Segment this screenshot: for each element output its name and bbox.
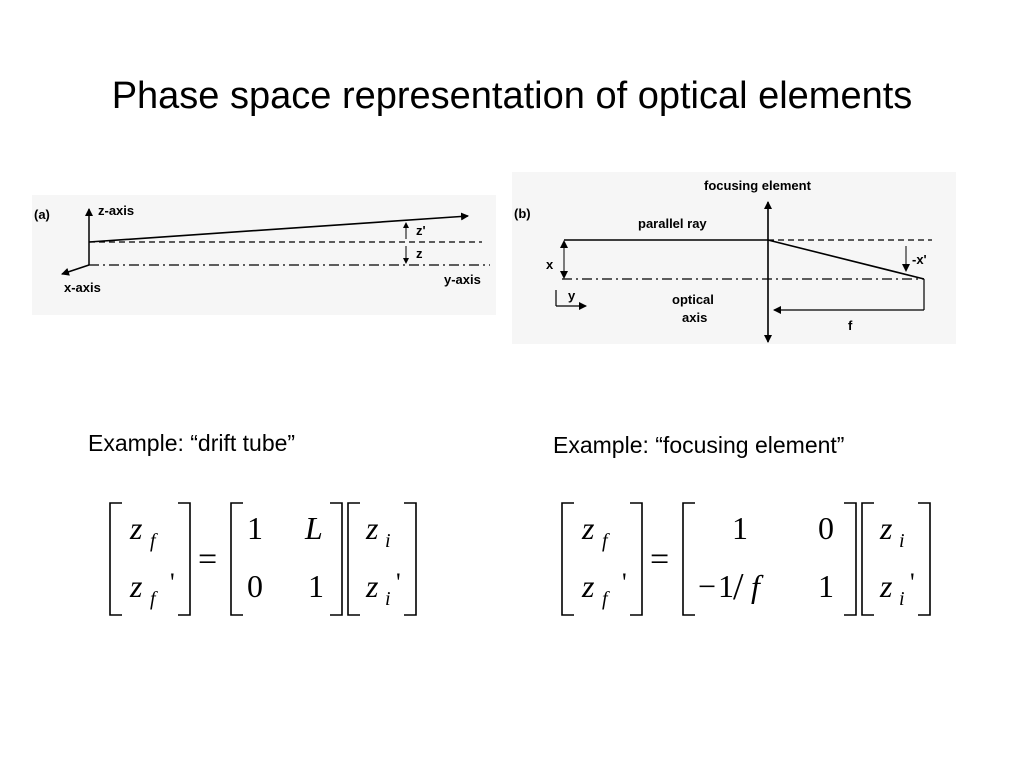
focusing-equation-svg: z f z f ' = 1 0 − 1 / f 1 z i z i '	[561, 502, 931, 616]
in-right-bracket	[404, 502, 417, 616]
out-bot-symbol: z	[129, 568, 143, 604]
x-axis-line	[61, 264, 90, 276]
m22: 1	[308, 568, 324, 604]
in-bot-sub: i	[899, 588, 905, 610]
m11: 1	[732, 510, 748, 546]
optical-axis-label-1: optical	[672, 292, 714, 307]
focusing-element-caption: Example: “focusing element”	[553, 432, 845, 458]
in-bot-prime: '	[910, 568, 915, 597]
out-bot-sub: f	[602, 588, 610, 610]
panel-label-a: (a)	[34, 207, 50, 222]
matrix-right-bracket	[844, 502, 857, 616]
panel-label-b: (b)	[514, 206, 531, 221]
out-top-symbol: z	[581, 510, 595, 546]
in-bot-sub: i	[385, 588, 391, 610]
out-right-bracket	[630, 502, 643, 616]
y-axis-label: y-axis	[444, 272, 481, 287]
in-bot-symbol: z	[879, 568, 893, 604]
in-bot-symbol: z	[365, 568, 379, 604]
z-axis-label: z-axis	[98, 203, 134, 218]
slope-label-b: -x'	[912, 252, 927, 267]
refracted-ray	[767, 239, 925, 280]
drift-diagram-svg: (a) z-axis x-axis y-axis z' z	[34, 203, 490, 295]
equals-sign: =	[198, 541, 217, 578]
m21-slash: /	[733, 566, 744, 608]
focusing-diagram: focusing element (b) parallel ray x y op…	[512, 172, 956, 344]
in-top-symbol: z	[365, 510, 379, 546]
equals-sign: =	[650, 541, 669, 578]
in-top-symbol: z	[879, 510, 893, 546]
offset-label-a: z	[416, 246, 423, 261]
in-top-sub: i	[385, 530, 391, 552]
drift-matrix-equation: z f z f ' = 1 L 0 1 z i z i '	[100, 495, 430, 623]
out-left-bracket	[561, 502, 574, 616]
in-bot-prime: '	[396, 568, 401, 597]
out-top-sub: f	[602, 530, 610, 552]
optical-axis-label-2: axis	[682, 310, 707, 325]
m21: 0	[247, 568, 263, 604]
drift-equation-svg: z f z f ' = 1 L 0 1 z i z i '	[109, 502, 417, 616]
focal-label: f	[848, 318, 853, 333]
focusing-diagram-svg: focusing element (b) parallel ray x y op…	[514, 178, 932, 343]
out-bot-symbol: z	[581, 568, 595, 604]
focusing-matrix-equation: z f z f ' = 1 0 − 1 / f 1 z i z i '	[552, 495, 944, 623]
focusing-element-label: focusing element	[704, 178, 812, 193]
in-left-bracket	[861, 502, 874, 616]
matrix-right-bracket	[330, 502, 343, 616]
m21-denominator: f	[751, 568, 764, 604]
y-label-b: y	[568, 288, 576, 303]
parallel-ray-label: parallel ray	[638, 216, 707, 231]
m22: 1	[818, 568, 834, 604]
out-bot-prime: '	[170, 568, 175, 597]
in-right-bracket	[918, 502, 931, 616]
matrix-left-bracket	[230, 502, 243, 616]
out-bot-prime: '	[622, 568, 627, 597]
out-bot-sub: f	[150, 588, 158, 610]
m21-minus: −	[698, 568, 716, 604]
m11: 1	[247, 510, 263, 546]
m21-numerator: 1	[718, 568, 734, 604]
m12: L	[304, 510, 323, 546]
slide-title: Phase space representation of optical el…	[111, 75, 913, 117]
drift-diagram: (a) z-axis x-axis y-axis z' z	[32, 195, 496, 315]
drift-ray	[88, 212, 469, 243]
x-label-b: x	[546, 257, 554, 272]
out-left-bracket	[109, 502, 122, 616]
in-left-bracket	[347, 502, 360, 616]
out-top-sub: f	[150, 530, 158, 552]
out-top-symbol: z	[129, 510, 143, 546]
out-right-bracket	[178, 502, 191, 616]
slope-label-a: z'	[416, 223, 426, 238]
matrix-left-bracket	[682, 502, 695, 616]
drift-tube-caption: Example: “drift tube”	[88, 430, 296, 456]
in-top-sub: i	[899, 530, 905, 552]
x-axis-label: x-axis	[64, 280, 101, 295]
m12: 0	[818, 510, 834, 546]
